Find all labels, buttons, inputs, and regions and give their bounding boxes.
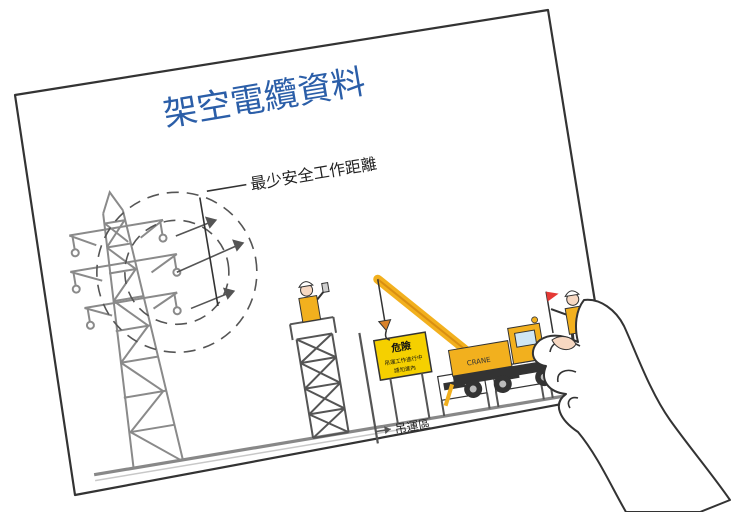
clearance-arrows [175,216,245,310]
lifting-zone-label: 吊運區 [394,417,432,437]
danger-sign-heading: 危險 [390,339,412,355]
vehicle-text: CRANE [466,356,491,368]
zone-boundary [358,332,379,444]
electricity-pylon-icon [68,190,184,469]
danger-sign-icon: 危險 吊運工作進行中 請勿進內 [372,331,433,425]
safety-clearance-zone [96,191,258,354]
danger-sign-line2: 請勿進內 [393,363,416,375]
hand-icon [531,298,731,512]
scaffold-worker-icon [289,281,350,440]
